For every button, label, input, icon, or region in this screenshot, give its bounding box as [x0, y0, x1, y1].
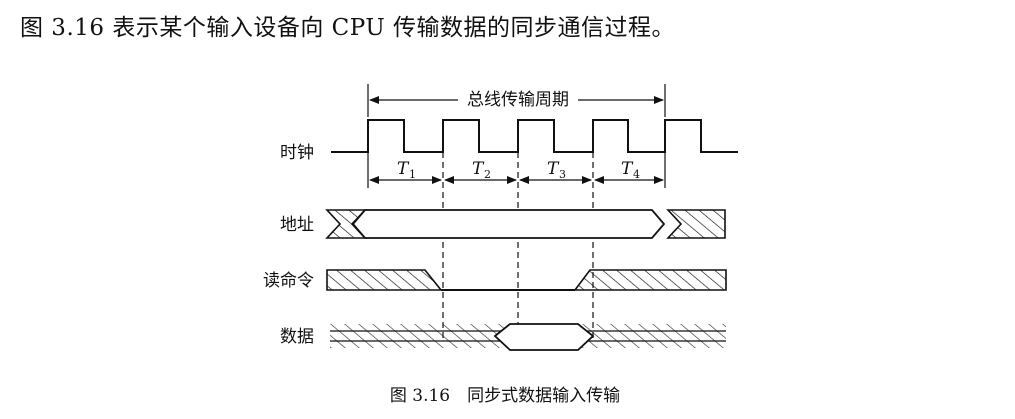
svg-text:1: 1 [409, 168, 416, 181]
period-label-bg [458, 88, 578, 110]
svg-text:2: 2 [484, 168, 491, 181]
svg-text:3: 3 [559, 168, 566, 181]
data-bus [330, 323, 726, 351]
clock-label: 时钟 [280, 143, 314, 163]
figure-caption: 图 3.16 同步式数据输入传输 [390, 386, 620, 406]
svg-text:4: 4 [633, 168, 640, 181]
address-bus [325, 209, 726, 239]
svg-text:T: T [621, 159, 634, 179]
phase-t2: T 2 [472, 159, 491, 181]
svg-text:T: T [472, 159, 485, 179]
clock-waveform [331, 119, 738, 153]
phase-t3: T 3 [547, 159, 566, 181]
data-label: 数据 [280, 327, 314, 347]
address-label: 地址 [280, 215, 314, 235]
period-label: 总线传输周期 [467, 90, 569, 110]
read-command-waveform [326, 269, 727, 291]
svg-text:T: T [547, 159, 560, 179]
intro-text: 图 3.16 表示某个输入设备向 CPU 传输数据的同步通信过程。 [20, 15, 676, 41]
phase-t4: T 4 [621, 159, 640, 181]
read-command-label: 读命令 [263, 271, 314, 291]
svg-text:T: T [397, 159, 410, 179]
phase-t1: T 1 [397, 159, 416, 181]
